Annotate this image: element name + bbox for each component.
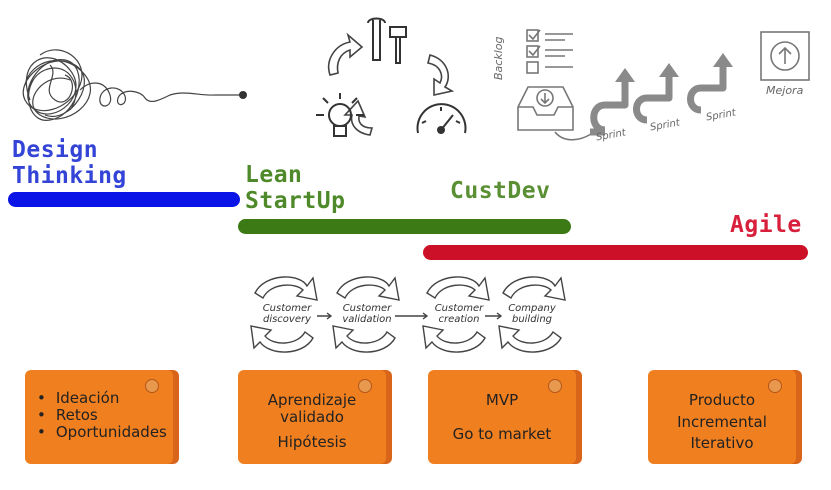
card-agile-line2: Incremental [677,413,767,431]
agile-bar [423,245,808,260]
lightbulb-icon [316,93,364,137]
card-design-thinking: Ideación Retos Oportunidades [25,370,173,464]
mejora-label: Mejora [766,84,804,97]
tools-icon [367,17,407,64]
custdev-title: CustDev [450,178,551,204]
scribble-icon [22,49,247,121]
card-agile: Producto Incremental Iterativo [648,370,796,464]
inbox-icon [517,86,592,141]
card-custdev-line1: MVP [485,391,519,409]
pin-icon [358,379,372,393]
lean-startup-title-line1: Lean [245,162,303,188]
design-thinking-title-line1: Design [12,137,99,163]
lean-startup-title-line2: StartUp [245,188,346,214]
design-thinking-title: Design Thinking [12,137,127,189]
card-agile-line1: Producto [688,391,756,409]
backlog-label: Backlog [492,36,505,80]
list-item: Retos [37,407,167,424]
gauge-icon [416,103,467,134]
process-step-customer-discovery: Customer discovery [262,303,312,325]
design-thinking-list: Ideación Retos Oportunidades [37,390,167,441]
process-arrows-icon [250,276,566,353]
process-step-customer-creation: Customer creation [434,303,484,325]
checklist-icon [526,29,573,74]
card-custdev-line2: Go to market [452,425,552,443]
agile-title: Agile [730,212,802,238]
lean-startup-bar [238,219,571,234]
card-agile-line3: Iterativo [690,434,754,452]
design-thinking-bar [8,192,240,207]
card-lean-startup: Aprendizaje validado Hipótesis [238,370,386,464]
list-item: Ideación [37,390,167,407]
card-custdev: MVP Go to market [428,370,576,464]
lean-startup-title: Lean StartUp [245,162,345,214]
improve-arrow-icon [760,31,810,81]
process-step-customer-validation: Customer validation [342,303,392,325]
card-lean-line2: Hipótesis [277,433,347,451]
list-item: Oportunidades [37,424,167,441]
design-thinking-title-line2: Thinking [12,163,127,189]
pin-icon [768,379,782,393]
process-step-company-building: Company building [508,303,556,325]
pin-icon [548,379,562,393]
cycle-arrows-icon [316,17,467,137]
sprint-arrows-icon [590,53,733,136]
card-lean-line1: Aprendizaje validado [267,391,357,426]
